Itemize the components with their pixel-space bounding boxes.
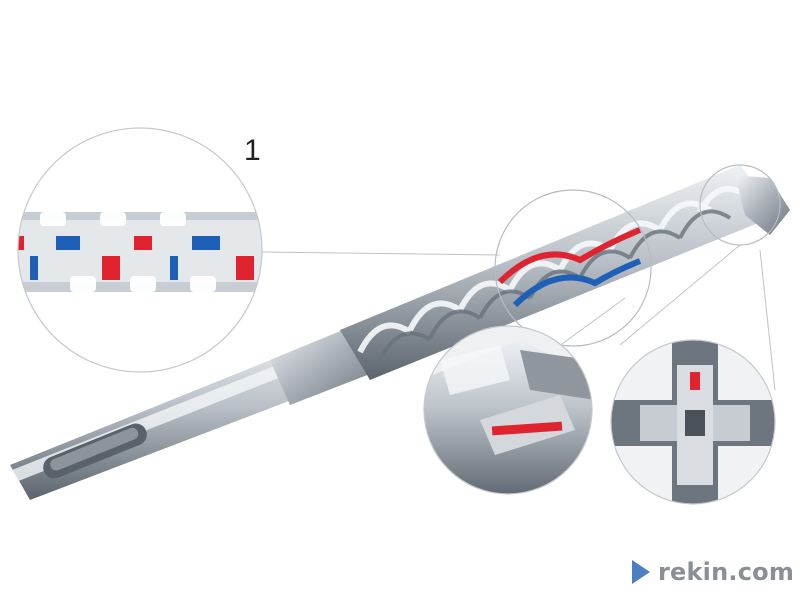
watermark: rekin.com <box>632 555 794 589</box>
detail-tip-front <box>611 340 775 504</box>
callout-circle-tip <box>699 164 781 246</box>
callout-line-main <box>261 251 501 256</box>
drill-tip <box>735 175 790 235</box>
detail-tip-side <box>424 326 592 494</box>
play-logo-icon <box>632 560 650 584</box>
drill-fluted-body <box>340 165 790 380</box>
watermark-text: rekin.com <box>658 558 795 586</box>
carbide-pattern <box>18 236 254 280</box>
callout-line-b <box>759 249 776 391</box>
callout-circle-1 <box>18 128 262 372</box>
callout-circle-spiral <box>494 189 652 347</box>
callout-lines <box>261 244 776 391</box>
callout-number: 1 <box>244 134 261 167</box>
drill-shank <box>10 325 375 500</box>
callout-line-c <box>619 244 741 346</box>
